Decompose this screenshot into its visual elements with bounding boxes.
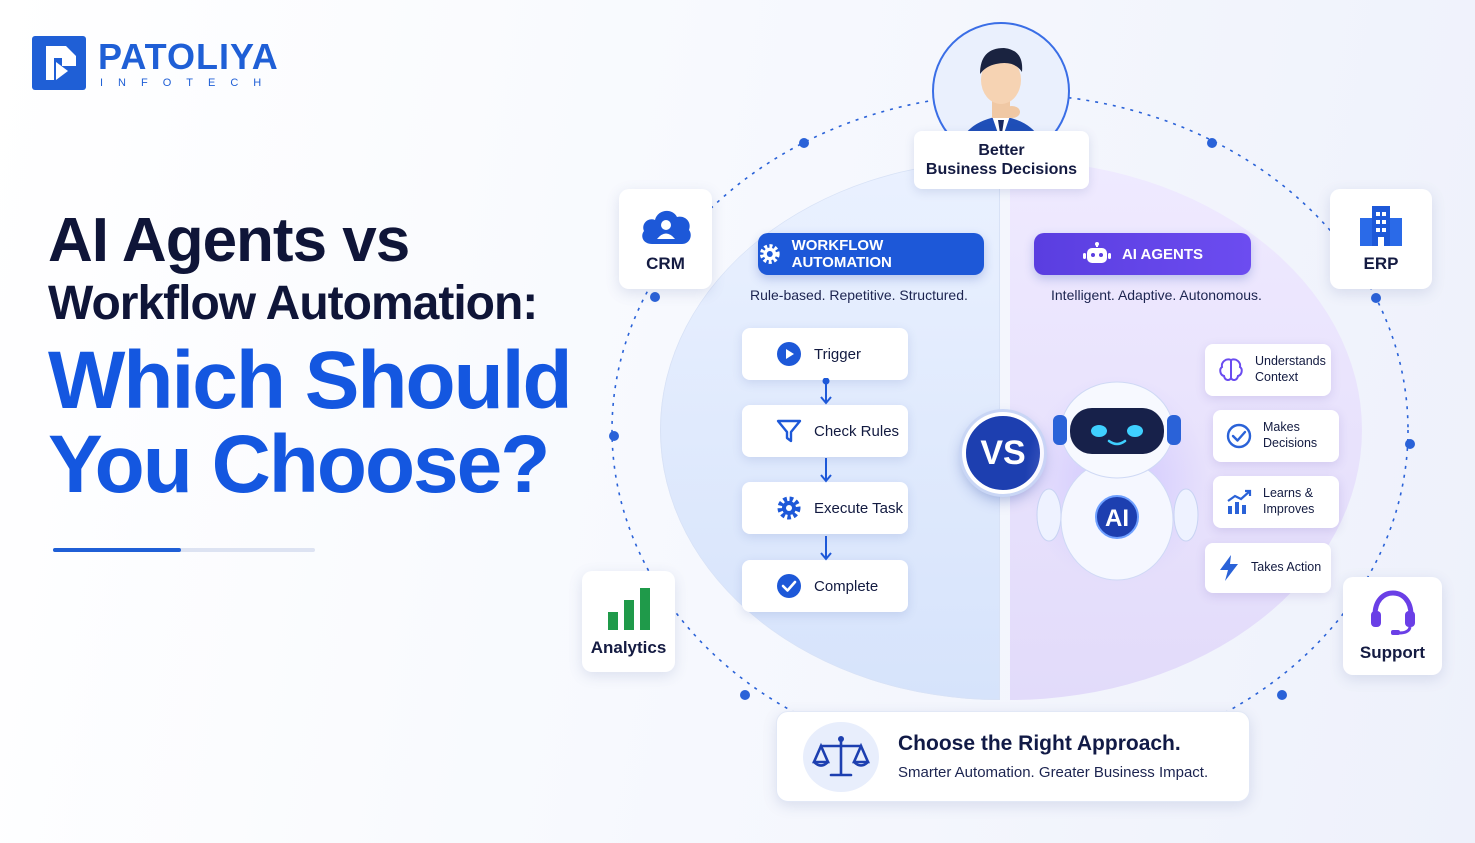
system-card-crm: CRM [619,189,712,289]
ai-feature-line-1: Takes Action [1251,560,1322,575]
ai-feature-line-1: Understands [1255,354,1326,369]
workflow-step-trigger: Trigger [742,328,908,380]
footer-title: Choose the Right Approach. [898,732,1181,755]
system-card-erp: ERP [1330,189,1432,289]
ai-feature-line-2: Decisions [1263,436,1318,450]
balance-scale-badge [803,722,879,792]
headset-icon [1370,590,1415,635]
workflow-step-label: Check Rules [814,422,900,440]
headline-line-4: You Choose? [48,419,550,510]
ai-feature-line-2: Improves [1263,502,1315,516]
brand-subtitle: INFOTECH [100,77,277,89]
ai-feature-line-2: Context [1255,370,1299,384]
check-circle-icon [777,574,801,598]
bar-chart-icon [607,587,650,630]
workflow-tagline: Rule-based. Repetitive. Structured. [750,287,968,303]
robot-ai-badge: AI [1105,505,1129,532]
headline-line-1: AI Agents vs [48,206,410,275]
workflow-step-complete: Complete [742,560,908,612]
ai-robot-illustration: AI [1025,375,1209,585]
system-card-analytics: Analytics [582,571,675,672]
growth-chart-icon [1227,489,1252,514]
ai-feature-line-1: Makes [1263,420,1300,435]
workflow-automation-title: WORKFLOW AUTOMATION [791,237,892,271]
headline-underline-track [53,548,315,552]
brand-name: PATOLIYA [98,36,279,77]
system-label-analytics: Analytics [590,637,667,657]
headline-underline-accent [53,548,181,552]
balance-scale-icon [812,736,870,777]
gear-icon [759,244,780,264]
robot-head-icon [1082,242,1111,263]
workflow-step-label: Complete [814,577,879,595]
brain-icon [1219,358,1243,382]
gear-icon [777,496,801,520]
ai-agents-tagline: Intelligent. Adaptive. Autonomous. [1051,287,1262,303]
business-decisions-line-1: Better [978,142,1025,159]
ai-feature-takes-action: Takes Action [1205,543,1331,593]
ai-agents-title: AI AGENTS [1121,245,1204,263]
workflow-automation-pill: WORKFLOW AUTOMATION [758,233,984,275]
headline-line-2: Workflow Automation: [48,277,538,330]
filter-icon [776,419,802,443]
system-card-support: Support [1343,577,1442,675]
workflow-step-label: Execute Task [814,499,903,517]
workflow-step-execute-task: Execute Task [742,482,908,534]
system-label-erp: ERP [1363,254,1399,273]
ai-feature-line-1: Learns & [1263,486,1314,501]
ai-feature-learns-improves: Learns & Improves [1213,476,1339,528]
brand-logo-mark [32,36,86,90]
business-decisions-line-2: Business Decisions [925,161,1078,179]
check-circle-outline-icon [1226,423,1252,449]
workflow-arrows [820,378,832,561]
play-icon [777,342,801,366]
footer-subtitle: Smarter Automation. Greater Business Imp… [898,764,1209,781]
lightning-bolt-icon [1220,555,1238,581]
system-label-support: Support [1359,643,1426,662]
building-icon [1360,206,1402,246]
workflow-step-check-rules: Check Rules [742,405,908,457]
ai-agents-pill: AI AGENTS [1034,233,1251,275]
system-label-crm: CRM [646,254,685,273]
business-decisions-label: Better Business Decisions [914,131,1089,189]
workflow-step-label: Trigger [814,345,861,363]
ai-feature-makes-decisions: Makes Decisions [1213,410,1339,462]
cloud-user-icon [641,210,691,244]
headline-line-3: Which Should [48,335,573,426]
ai-feature-understands-context: Understands Context [1205,344,1331,396]
